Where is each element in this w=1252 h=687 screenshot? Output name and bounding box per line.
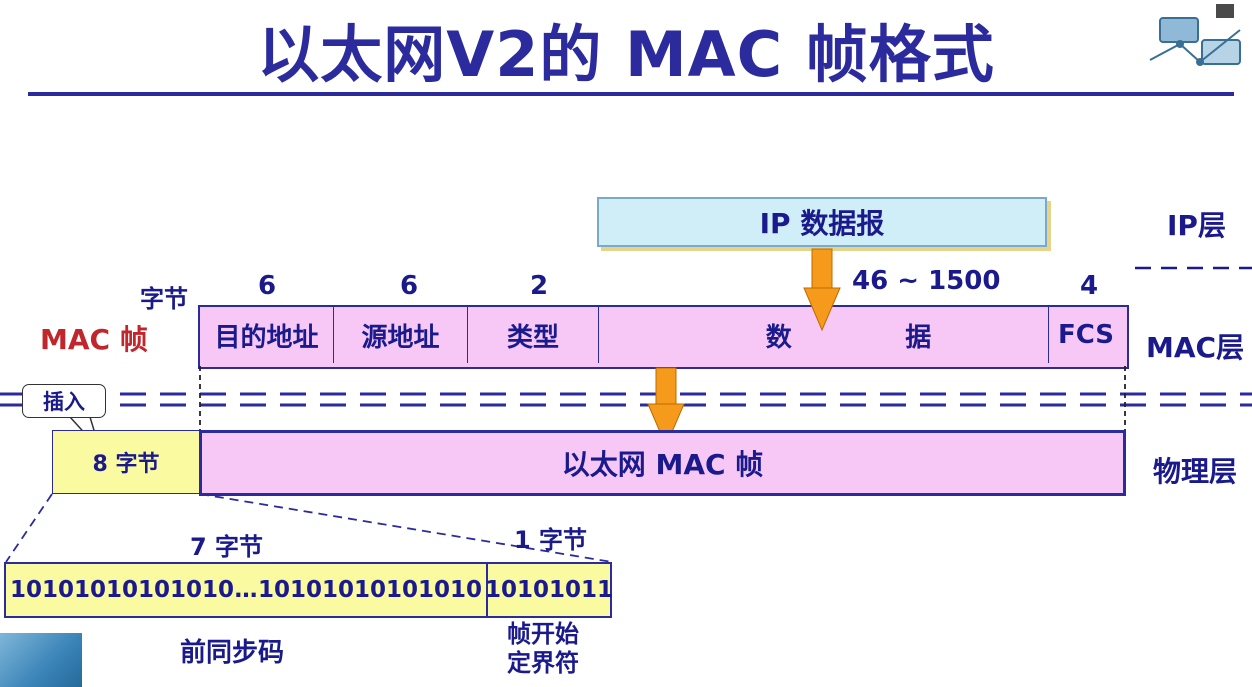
corner-decoration [0, 633, 82, 687]
ip-to-data-arrow-icon [803, 248, 841, 332]
size-dest: 6 [258, 271, 277, 301]
preamble-ellipsis: … [234, 577, 258, 603]
preamble-bits-box: 10101010101010 … 10101010101010 [4, 562, 488, 618]
mac-layer-label: MAC层 [1146, 331, 1245, 364]
field-data: 数 据 [599, 307, 1049, 363]
size-fcs: 4 [1080, 271, 1099, 301]
seven-bytes-label: 7 字节 [190, 533, 264, 561]
sfd-name-line2: 定界符 [507, 649, 579, 677]
page-title: 以太网V2的 MAC 帧格式 [257, 18, 995, 91]
title-underline [28, 92, 1234, 96]
field-dest-address: 目的地址 [200, 307, 334, 363]
physical-layer-label: 物理层 [1153, 455, 1238, 488]
preamble-bits-right: 10101010101010 [257, 577, 482, 603]
ip-datagram-box: IP 数据报 [597, 197, 1047, 247]
insert-callout: 插入 [22, 384, 106, 418]
sfd-bits-box: 10101011 [485, 562, 613, 618]
mac-to-physical-arrow-icon [647, 367, 685, 448]
one-byte-label: 1 字节 [514, 526, 588, 554]
field-type: 类型 [468, 307, 599, 363]
ip-layer-label: IP层 [1167, 209, 1226, 242]
preamble-8-bytes-box: 8 字节 [52, 430, 200, 494]
mac-frame: 目的地址 源地址 类型 数 据 FCS [198, 305, 1129, 369]
network-decoration-icon [1140, 0, 1252, 86]
ethernet-mac-frame-box: 以太网 MAC 帧 [199, 430, 1126, 496]
field-data-char1: 数 [765, 322, 792, 353]
sfd-name-label: 帧开始 定界符 [507, 620, 579, 678]
size-data: 46 ~ 1500 [852, 266, 1001, 296]
field-src-address: 源地址 [334, 307, 468, 363]
sfd-name-line1: 帧开始 [507, 620, 579, 648]
mac-frame-label: MAC 帧 [40, 323, 148, 356]
size-type: 2 [530, 271, 549, 301]
field-fcs: FCS [1057, 320, 1115, 350]
preamble-bits-left: 10101010101010 [10, 577, 235, 603]
size-src: 6 [400, 271, 419, 301]
bytes-label: 字节 [140, 285, 188, 313]
preamble-name-label: 前同步码 [180, 638, 285, 668]
field-data-char2: 据 [905, 322, 932, 353]
